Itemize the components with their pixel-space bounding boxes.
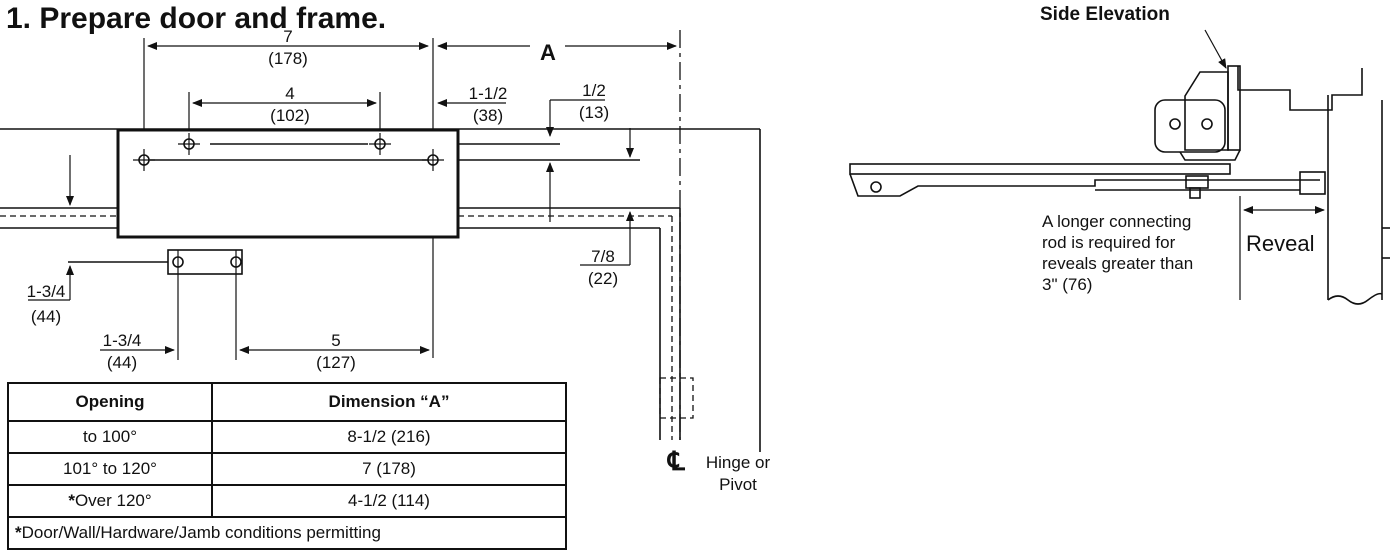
dim-4: 4	[285, 84, 294, 103]
main-arm	[849, 163, 1231, 175]
dim-a: A	[540, 40, 556, 65]
dim-4-mm: (102)	[270, 106, 310, 125]
hinge-box	[659, 377, 694, 419]
dim-7-mm: (178)	[268, 49, 308, 68]
footnote-marker: *	[15, 523, 22, 542]
closer-bracket	[1184, 71, 1229, 151]
dim-1-1-2-mm: (38)	[473, 106, 503, 125]
table-cell: to 100°	[7, 420, 213, 454]
dim-5-mm: (127)	[316, 353, 356, 372]
table-cell-text: Over 120°	[74, 491, 152, 510]
side-elevation-drawing: Reveal A longer connecting rod is requir…	[849, 29, 1390, 305]
label-leader	[1204, 29, 1227, 69]
note-line-2: rod is required for	[1042, 233, 1176, 252]
note-line-1: A longer connecting	[1042, 212, 1191, 231]
table-footnote-row: *Door/Wall/Hardware/Jamb conditions perm…	[7, 516, 567, 550]
note-line-4: 3" (76)	[1042, 275, 1092, 294]
cylinder-hole	[1169, 118, 1181, 130]
page-title: 1. Prepare door and frame.	[6, 2, 386, 35]
frame-profile	[1237, 66, 1363, 111]
table-header-dimension: Dimension “A”	[211, 382, 567, 422]
arm-pivot	[870, 181, 882, 193]
template-drawing: 7 (178) A 4 (102) 1-1/2 (38) 1/2 (13) 7/…	[0, 27, 770, 494]
centerline-symbol: ℄	[667, 446, 686, 476]
footnote-marker: *	[68, 491, 75, 510]
dim-5: 5	[331, 331, 340, 350]
dim-7: 7	[283, 27, 292, 46]
dim-1-3-4-b-mm: (44)	[107, 353, 137, 372]
footnote-text: Door/Wall/Hardware/Jamb conditions permi…	[21, 523, 381, 542]
jamb-break	[1327, 292, 1383, 305]
side-elevation-label: Side Elevation	[1040, 4, 1170, 25]
closer-body-outline	[116, 128, 460, 239]
centerline-label-2: Pivot	[719, 475, 757, 494]
forearm	[849, 173, 1320, 197]
dim-1-2-mm: (13)	[579, 103, 609, 122]
dim-1-2: 1/2	[582, 81, 606, 100]
dim-7-8-mm: (22)	[588, 269, 618, 288]
mounting-holes	[133, 133, 444, 171]
closer-cylinder	[1154, 99, 1226, 153]
arm-nut	[1185, 175, 1209, 189]
dim-1-3-4-a: 1-3/4	[27, 282, 66, 301]
table-cell: *Over 120°	[7, 484, 213, 518]
dim-7-8: 7/8	[591, 247, 615, 266]
centerline-label-1: Hinge or	[706, 453, 771, 472]
dim-1-1-2: 1-1/2	[469, 84, 508, 103]
table-header-row: Opening Dimension “A”	[7, 382, 567, 422]
arm-shoe	[1299, 171, 1326, 195]
table-row: 101° to 120° 7 (178)	[7, 452, 567, 486]
reveal-label: Reveal	[1246, 231, 1314, 256]
table-row: to 100° 8-1/2 (216)	[7, 420, 567, 454]
dim-1-3-4-a-mm: (44)	[31, 307, 61, 326]
cylinder-hole	[1201, 118, 1213, 130]
table-footnote: *Door/Wall/Hardware/Jamb conditions perm…	[7, 516, 567, 550]
table-header-opening: Opening	[7, 382, 213, 422]
table-row: *Over 120° 4-1/2 (114)	[7, 484, 567, 518]
table-cell: 4-1/2 (114)	[211, 484, 567, 518]
table-cell: 7 (178)	[211, 452, 567, 486]
note-line-3: reveals greater than	[1042, 254, 1193, 273]
dimension-table: Opening Dimension “A” to 100° 8-1/2 (216…	[7, 382, 567, 550]
table-cell: 101° to 120°	[7, 452, 213, 486]
dim-1-3-4-b: 1-3/4	[103, 331, 142, 350]
table-cell: 8-1/2 (216)	[211, 420, 567, 454]
